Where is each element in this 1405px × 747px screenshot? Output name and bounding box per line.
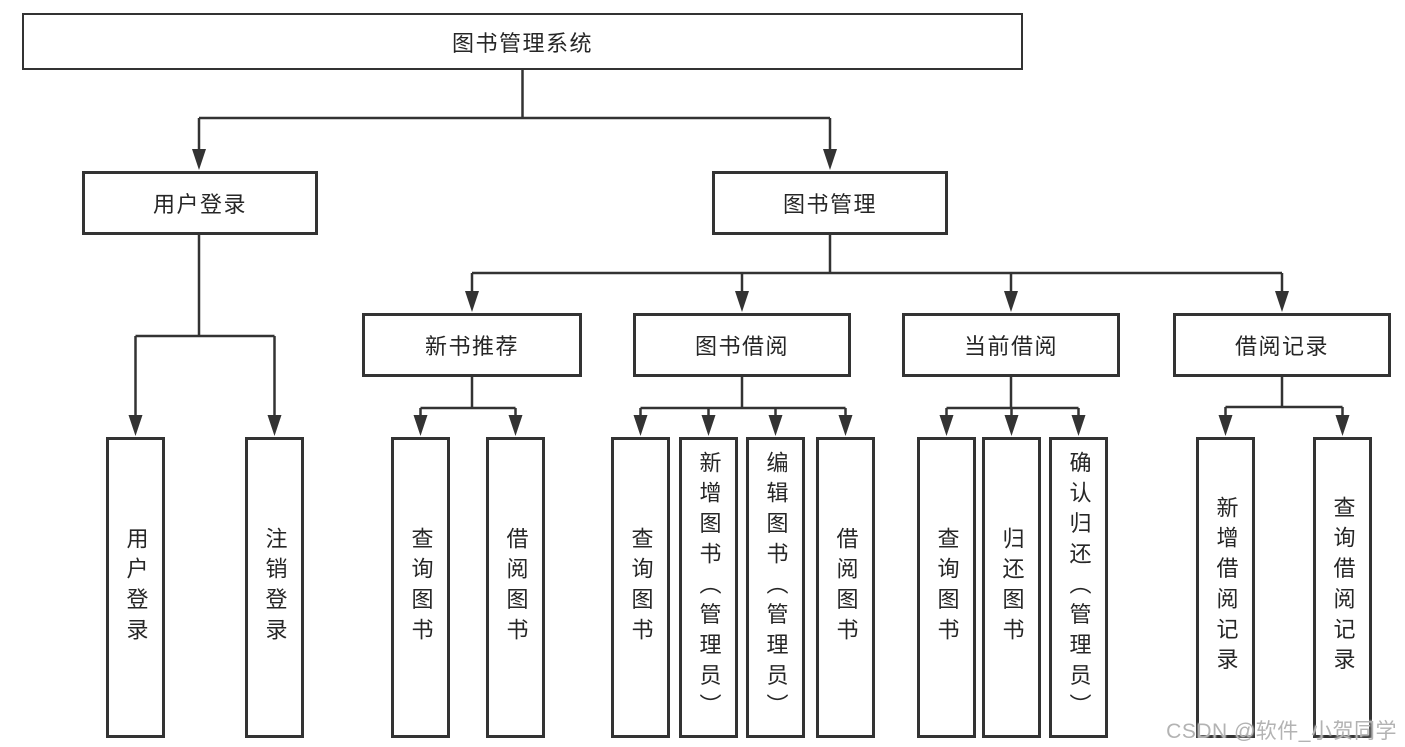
leaf-add-borrow-record-label: 新增借阅记录 xyxy=(1213,496,1239,679)
leaf-add-borrow-record: 新增借阅记录 xyxy=(1196,437,1255,738)
leaf-edit-books-admin-label: 编辑图书（管理员） xyxy=(763,450,789,725)
leaf-edit-books-admin: 编辑图书（管理员） xyxy=(746,437,805,738)
node-current-borrowing: 当前借阅 xyxy=(902,313,1120,377)
leaf-query-borrow-record-label: 查询借阅记录 xyxy=(1330,496,1356,679)
leaf-query-books-current: 查询图书 xyxy=(917,437,976,738)
node-library-management-system: 图书管理系统 xyxy=(22,13,1023,70)
node-borrowing-records: 借阅记录 xyxy=(1173,313,1391,377)
leaf-borrow-books-recommend-label: 借阅图书 xyxy=(503,526,529,649)
leaf-confirm-return-admin: 确认归还（管理员） xyxy=(1049,437,1108,738)
node-user-login: 用户登录 xyxy=(82,171,318,235)
node-new-book-recommend: 新书推荐 xyxy=(362,313,582,377)
leaf-query-books-borrow: 查询图书 xyxy=(611,437,670,738)
leaf-query-books-recommend-label: 查询图书 xyxy=(408,526,434,649)
leaf-borrow-books: 借阅图书 xyxy=(816,437,875,738)
leaf-query-borrow-record: 查询借阅记录 xyxy=(1313,437,1372,738)
node-book-borrowing: 图书借阅 xyxy=(633,313,851,377)
node-book-management: 图书管理 xyxy=(712,171,948,235)
leaf-borrow-books-label: 借阅图书 xyxy=(833,526,859,649)
csdn-watermark: CSDN @软件_小贺同学 xyxy=(1166,720,1397,743)
leaf-add-books-admin: 新增图书（管理员） xyxy=(679,437,738,738)
leaf-user-login-label: 用户登录 xyxy=(123,526,149,649)
leaf-query-books-recommend: 查询图书 xyxy=(391,437,450,738)
leaf-logout: 注销登录 xyxy=(245,437,304,738)
leaf-confirm-return-admin-label: 确认归还（管理员） xyxy=(1066,450,1092,725)
leaf-query-books-borrow-label: 查询图书 xyxy=(628,526,654,649)
leaf-add-books-admin-label: 新增图书（管理员） xyxy=(696,450,722,725)
leaf-logout-label: 注销登录 xyxy=(262,526,288,649)
leaf-user-login: 用户登录 xyxy=(106,437,165,738)
leaf-return-books-label: 归还图书 xyxy=(999,526,1025,649)
leaf-borrow-books-recommend: 借阅图书 xyxy=(486,437,545,738)
leaf-query-books-current-label: 查询图书 xyxy=(934,526,960,649)
leaf-return-books: 归还图书 xyxy=(982,437,1041,738)
